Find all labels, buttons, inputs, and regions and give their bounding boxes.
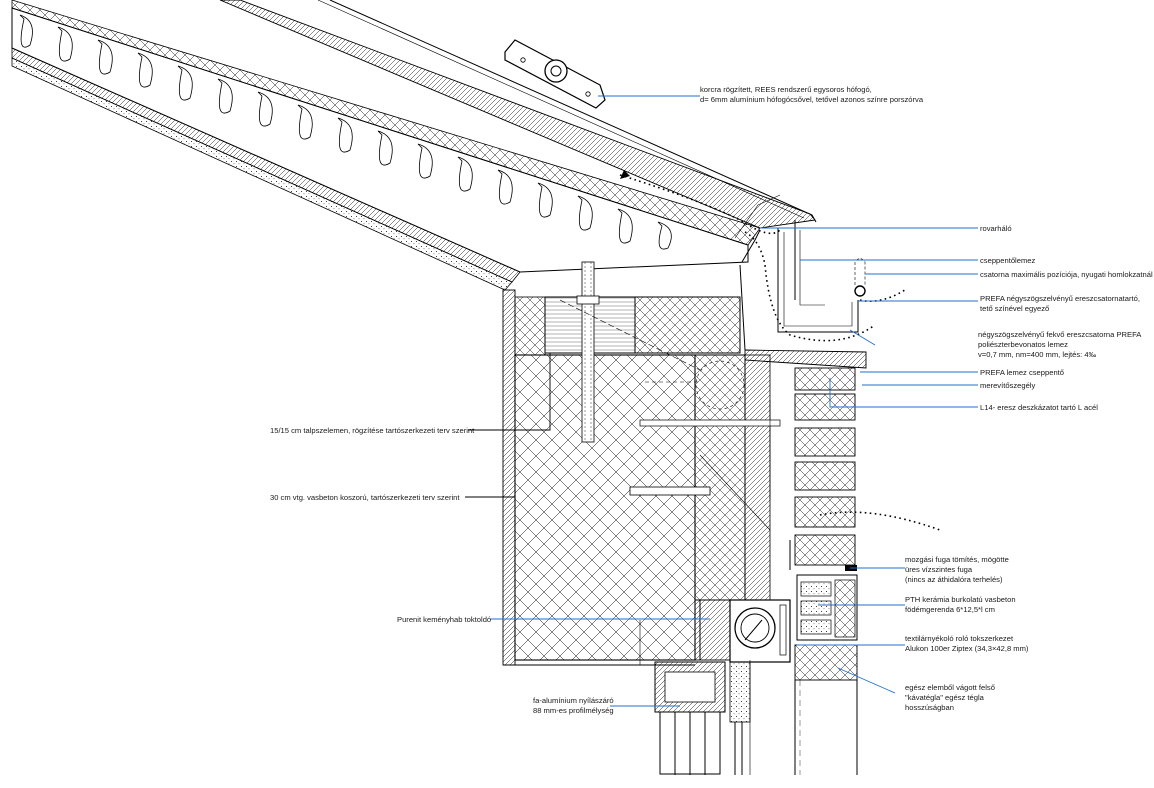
roller-box-and-window bbox=[639, 599, 791, 775]
label-window-1: fa-alumínium nyílászáró bbox=[533, 696, 614, 705]
label-movement-joint-2: üres vízszintes fuga bbox=[905, 565, 973, 574]
label-pth-lintel-2: födémgerenda 6*12,5*l cm bbox=[905, 605, 995, 614]
label-window-2: 88 mm-es profilmélység bbox=[533, 706, 614, 715]
label-roller-box-2: Alukon 100er Ziptex (34,3×42,8 mm) bbox=[905, 644, 1029, 653]
label-wall-plate: 15/15 cm talpszelemen, rögzítése tartósz… bbox=[270, 426, 475, 435]
roof-buildup bbox=[11, 0, 817, 291]
label-ring-beam: 30 cm vtg. vasbeton koszorú, tartószerke… bbox=[270, 493, 460, 502]
label-insect-mesh: rovarháló bbox=[980, 224, 1012, 233]
label-cut-brick-2: "kávatégla" egész tégla bbox=[905, 693, 985, 702]
label-gutter-2: poliészterbevonatos lemez bbox=[978, 340, 1068, 349]
label-movement-joint-1: mozgási fuga tömítés, mögötte bbox=[905, 555, 1009, 564]
label-snow-guard-1: korcra rögzített, REES rendszerű egysoro… bbox=[700, 85, 872, 94]
label-gutter-max-position: csatorna maximális pozíciója, nyugati ho… bbox=[980, 270, 1153, 279]
label-purenit: Purenit keményhab toktoldó bbox=[397, 615, 491, 624]
insulation-pattern bbox=[19, 14, 672, 250]
label-gutter-bracket-2: tető színével egyező bbox=[980, 304, 1049, 313]
snow-guard bbox=[504, 39, 606, 109]
label-gutter-1: négyszögszelvényű fekvő ereszcsatorna PR… bbox=[978, 330, 1142, 339]
label-roller-box-1: textilárnyékoló roló tokszerkezet bbox=[905, 634, 1014, 643]
label-movement-joint-3: (nincs az áthidalóra terhelés) bbox=[905, 575, 1003, 584]
label-prefa-drip: PREFA lemez cseppentő bbox=[980, 368, 1064, 377]
label-stiffener-edge: merevítőszegély bbox=[980, 381, 1035, 390]
label-l-steel: L14- eresz deszkázatot tartó L acél bbox=[980, 403, 1098, 412]
wall-structure bbox=[502, 261, 781, 666]
label-cut-brick-3: hosszúságban bbox=[905, 703, 954, 712]
leader-lines bbox=[465, 95, 978, 707]
label-gutter-bracket-1: PREFA négyszögszelvényű ereszcsatornatar… bbox=[980, 294, 1140, 303]
label-snow-guard-2: d= 6mm alumínium hófogócsővel, tetővel a… bbox=[700, 95, 924, 104]
gutter bbox=[734, 194, 867, 369]
label-cut-brick-1: egész elemből vágott felső bbox=[905, 683, 995, 692]
airflow-arrowhead bbox=[620, 170, 630, 179]
label-drip-edge: cseppentőlemez bbox=[980, 256, 1036, 265]
brick-facade bbox=[789, 367, 858, 775]
label-pth-lintel-1: PTH kerámia burkolatú vasbeton bbox=[905, 595, 1016, 604]
label-gutter-3: v=0,7 mm, nm=400 mm, lejtés: 4‰ bbox=[978, 350, 1097, 359]
annotation-labels: korcra rögzített, REES rendszerű egysoro… bbox=[270, 85, 1153, 715]
